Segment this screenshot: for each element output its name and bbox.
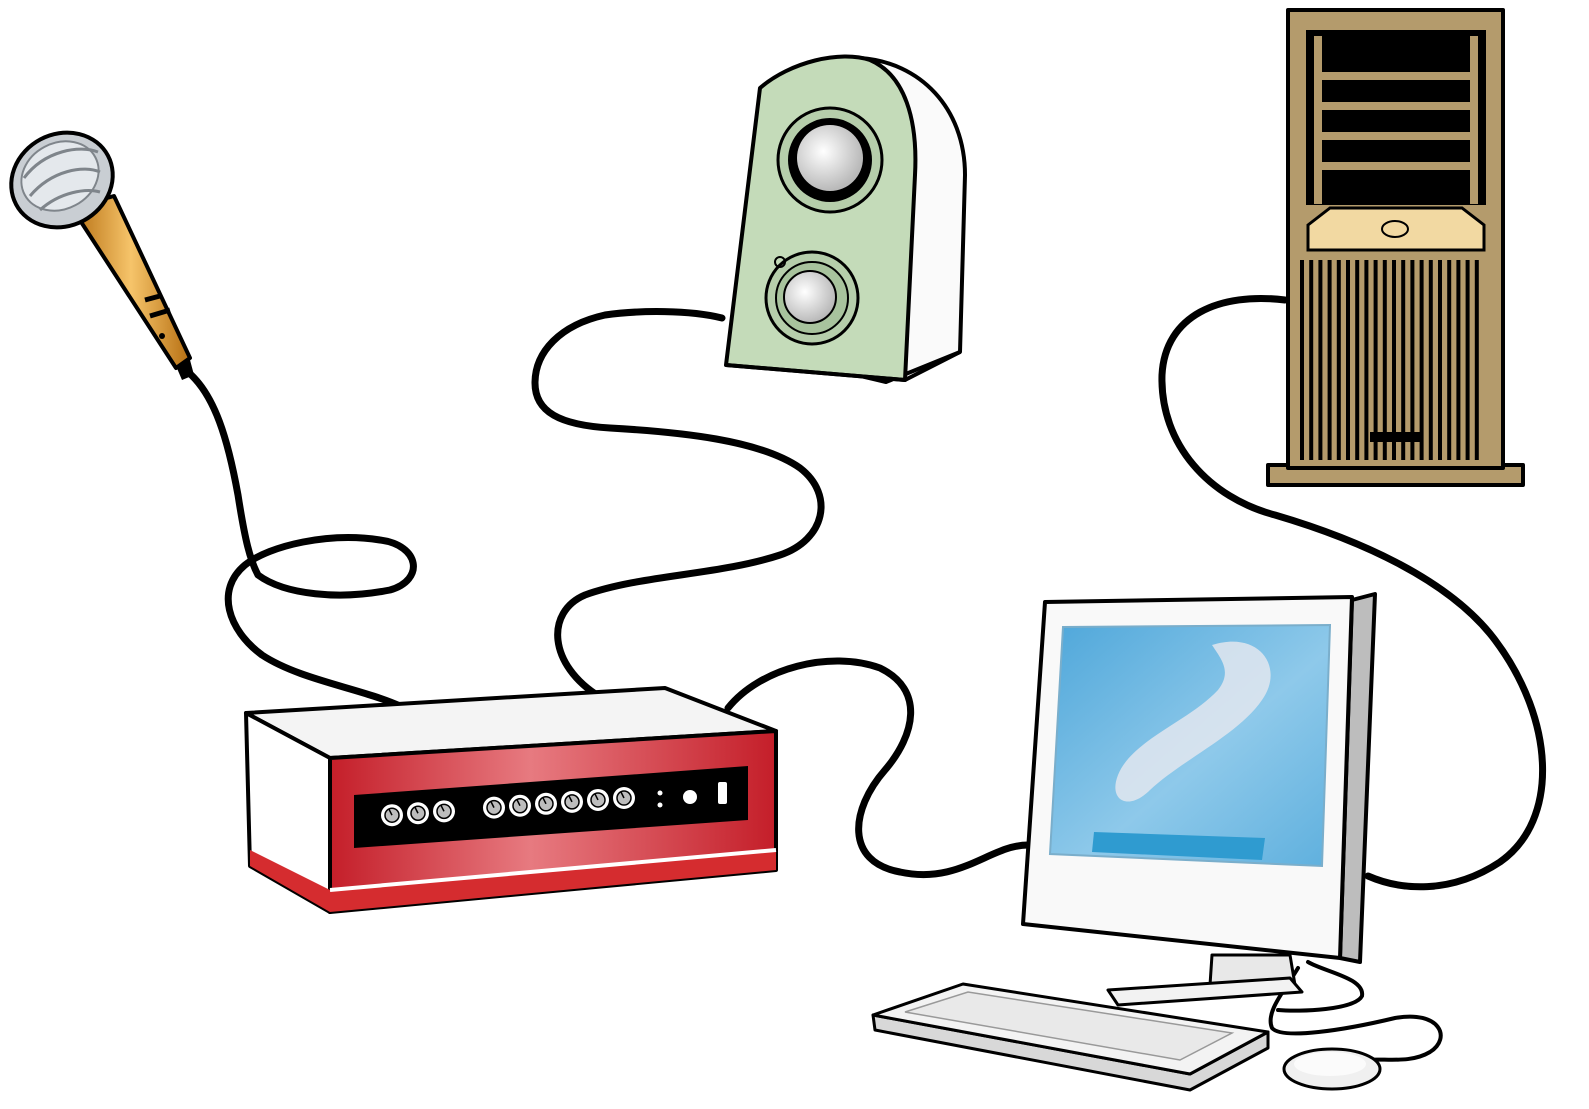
power-button-icon xyxy=(1382,221,1408,237)
knob-icon xyxy=(483,797,505,819)
speaker xyxy=(726,56,965,382)
power-switch-icon xyxy=(718,782,727,804)
tower-computer xyxy=(1268,10,1523,485)
knob-icon xyxy=(381,804,403,826)
mouse xyxy=(1284,1049,1380,1089)
knob-icon xyxy=(509,795,531,817)
led-icon xyxy=(683,790,697,804)
monitor-stand-base xyxy=(1108,978,1302,1005)
knob-icon xyxy=(613,787,635,809)
microphone xyxy=(0,115,194,380)
audio-interface xyxy=(246,688,776,912)
microphone-handle xyxy=(72,196,190,368)
monitor xyxy=(1023,594,1375,1005)
knob-icon xyxy=(407,802,429,824)
knob-icon xyxy=(535,793,557,815)
indicator-dot-icon xyxy=(658,791,663,796)
knob-icon xyxy=(433,800,455,822)
knob-icon xyxy=(587,789,609,811)
microphone-cable xyxy=(188,372,413,706)
knob-icon xyxy=(561,791,583,813)
